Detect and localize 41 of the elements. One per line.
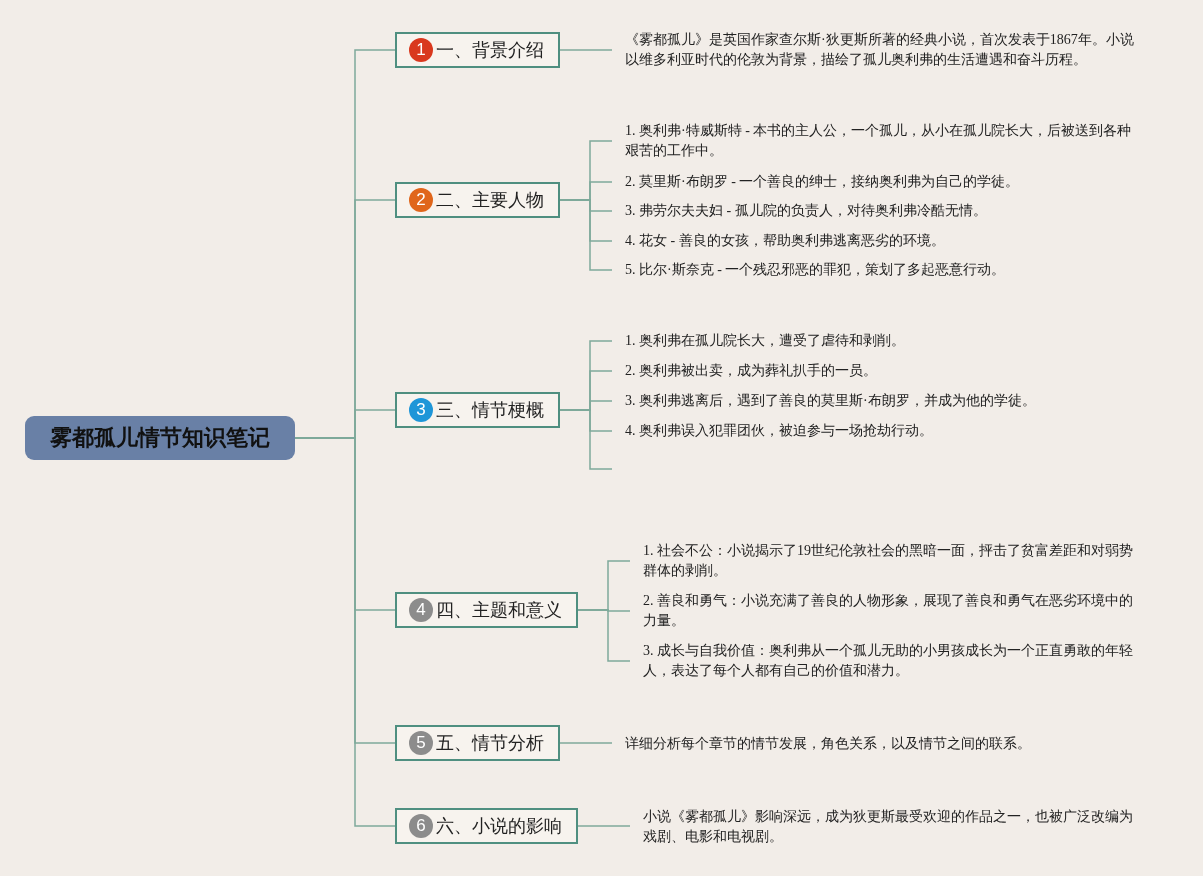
topic-title: 三、情节梗概 (436, 399, 544, 422)
topic-box (395, 808, 578, 844)
topic-box (395, 182, 560, 218)
topic-box (395, 592, 578, 628)
note-text: 3. 奥利弗逃离后，遇到了善良的莫里斯·布朗罗，并成为他的学徒。 (612, 391, 1137, 411)
branch-line (559, 742, 613, 744)
number-badge: 3 (409, 398, 433, 422)
central-topic-title: 雾都孤儿情节知识笔记 (50, 424, 270, 452)
topic-title: 五、情节分析 (436, 732, 544, 755)
topic-title: 六、小说的影响 (436, 815, 562, 838)
central-topic-box (25, 416, 295, 460)
branch-line (577, 609, 631, 662)
note-text: 详细分析每个章节的情节发展，角色关系，以及情节之间的联系。 (612, 734, 1137, 754)
note-text: 2. 莫里斯·布朗罗 - 一个善良的绅士，接纳奥利弗为自己的学徒。 (612, 172, 1137, 192)
topic-box (395, 725, 560, 761)
note-text: 2. 善良和勇气：小说充满了善良的人物形象，展现了善良和勇气在恶劣环境中的力量。 (630, 591, 1140, 631)
note-text: 3. 成长与自我价值：奥利弗从一个孤儿无助的小男孩成长为一个正直勇敢的年轻人，表达了每个人都有自己的价值和潜力。 (630, 641, 1140, 681)
branch-line (559, 49, 613, 51)
topic-title: 四、主题和意义 (436, 599, 562, 622)
note-text: 4. 花女 - 善良的女孩，帮助奥利弗逃离恶劣的环境。 (612, 231, 1137, 251)
branch-line (577, 825, 631, 827)
note-text: 5. 比尔·斯奈克 - 一个残忍邪恶的罪犯，策划了多起恶意行动。 (612, 260, 1137, 280)
note-text: 1. 奥利弗在孤儿院长大，遭受了虐待和剥削。 (612, 331, 1137, 351)
number-badge: 1 (409, 38, 433, 62)
number-badge: 6 (409, 814, 433, 838)
number-badge: 5 (409, 731, 433, 755)
note-text: 1. 奥利弗·特威斯特 - 本书的主人公，一个孤儿，从小在孤儿院长大，后被送到各种艰苦的工作中。 (612, 121, 1137, 161)
number-badge: 2 (409, 188, 433, 212)
note-text: 4. 奥利弗误入犯罪团伙，被迫参与一场抢劫行动。 (612, 421, 1137, 441)
note-text: 2. 奥利弗被出卖，成为葬礼扒手的一员。 (612, 361, 1137, 381)
note-text: 1. 社会不公：小说揭示了19世纪伦敦社会的黑暗一面，抨击了贫富差距和对弱势群体的剥削。 (630, 541, 1140, 581)
note-text: 小说《雾都孤儿》影响深远，成为狄更斯最受欢迎的作品之一，也被广泛改编为戏剧、电影和电视剧。 (630, 807, 1140, 847)
branch-line (559, 199, 613, 271)
topic-title: 二、主要人物 (436, 189, 544, 212)
topic-title: 一、背景介绍 (436, 39, 544, 62)
note-text: 《雾都孤儿》是英国作家查尔斯·狄更斯所著的经典小说，首次发表于1867年。小说以维多利亚时代的伦敦为背景，描绘了孤儿奥利弗的生活遭遇和奋斗历程。 (612, 30, 1137, 70)
topic-box (395, 32, 560, 68)
note-text: 3. 弗劳尔夫夫妇 - 孤儿院的负责人，对待奥利弗冷酷无情。 (612, 201, 1137, 221)
number-badge: 4 (409, 598, 433, 622)
branch-line (559, 409, 613, 470)
topic-box (395, 392, 560, 428)
